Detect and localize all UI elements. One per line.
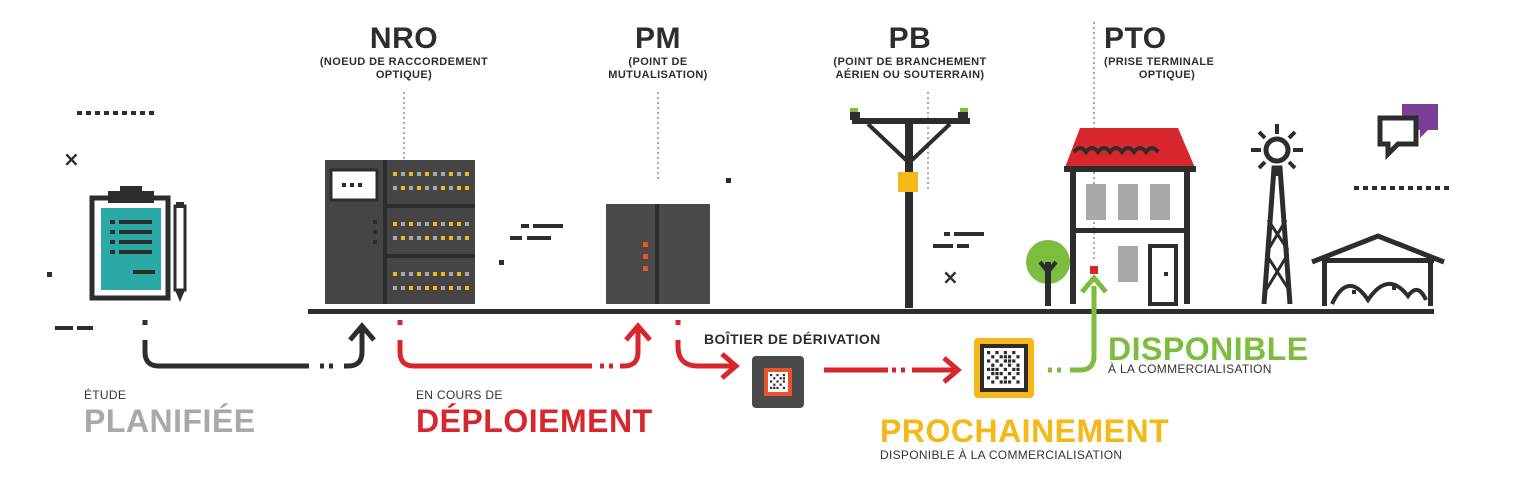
svg-text:×: ×: [942, 265, 959, 289]
pb-title: PB: [888, 22, 932, 55]
barn-icon: [1311, 233, 1445, 306]
pto-title: PTO: [1104, 22, 1167, 55]
planifiee-label: PLANIFIÉE: [84, 403, 256, 439]
pb-subtitle-line2: AÉRIEN OU SOUTERRAIN): [835, 69, 985, 81]
pto-subtitle-line2: OPTIQUE): [1138, 69, 1196, 81]
chip-icon-boitier: [752, 356, 804, 408]
prochainement-caption: DISPONIBLE À LA COMMERCIALISATION: [880, 448, 1123, 462]
flow-arrow-deploiement: [397, 320, 652, 369]
flow-arrow-boitier: [675, 320, 740, 380]
boitier-label: BOÎTIER DE DÉRIVATION: [704, 331, 881, 347]
flow-arrow-planifiee: [142, 320, 376, 369]
server-rack-icon: [325, 160, 475, 304]
tree-icon: [1026, 240, 1070, 306]
clipboard-icon: [89, 186, 171, 301]
pb-subtitle-line1: (POINT DE BRANCHEMENT: [833, 56, 987, 68]
wind-turbine-icon: [1251, 124, 1303, 305]
chat-bubbles-icon: [1377, 104, 1438, 161]
chip-icon-prochainement: [974, 338, 1034, 398]
house-icon: [1064, 128, 1196, 306]
cabinet-icon: [606, 204, 710, 304]
deploiement-label: DÉPLOIEMENT: [416, 403, 653, 439]
disponible-label: DISPONIBLE: [1108, 331, 1309, 367]
flow-arrow-disponible: [1048, 274, 1108, 373]
nro-subtitle-line2: OPTIQUE): [375, 69, 433, 81]
disponible-caption: À LA COMMERCIALISATION: [1108, 362, 1272, 376]
ground-line: [308, 309, 1434, 314]
planifiee-caption: ÉTUDE: [84, 388, 127, 402]
pencil-icon: [173, 202, 187, 302]
decorative-marks: × ×: [47, 111, 1449, 330]
prochainement-label: PROCHAINEMENT: [880, 413, 1170, 449]
dotted-line-right: [1354, 186, 1449, 190]
pm-subtitle-line2: MUTUALISATION): [608, 69, 708, 81]
dotted-line-left: [77, 111, 154, 115]
pm-subtitle-line1: (POINT DE: [628, 56, 688, 68]
flow-arrow-prochainement: [824, 356, 962, 384]
pto-subtitle-line1: (PRISE TERMINALE: [1104, 56, 1215, 68]
svg-text:×: ×: [63, 147, 80, 171]
nro-subtitle-line1: (NOEUD DE RACCORDEMENT: [319, 56, 489, 68]
utility-pole-icon: [850, 108, 970, 308]
deploiement-caption: EN COURS DE: [416, 388, 503, 402]
nro-title: NRO: [369, 22, 439, 55]
pm-title: PM: [635, 22, 681, 55]
